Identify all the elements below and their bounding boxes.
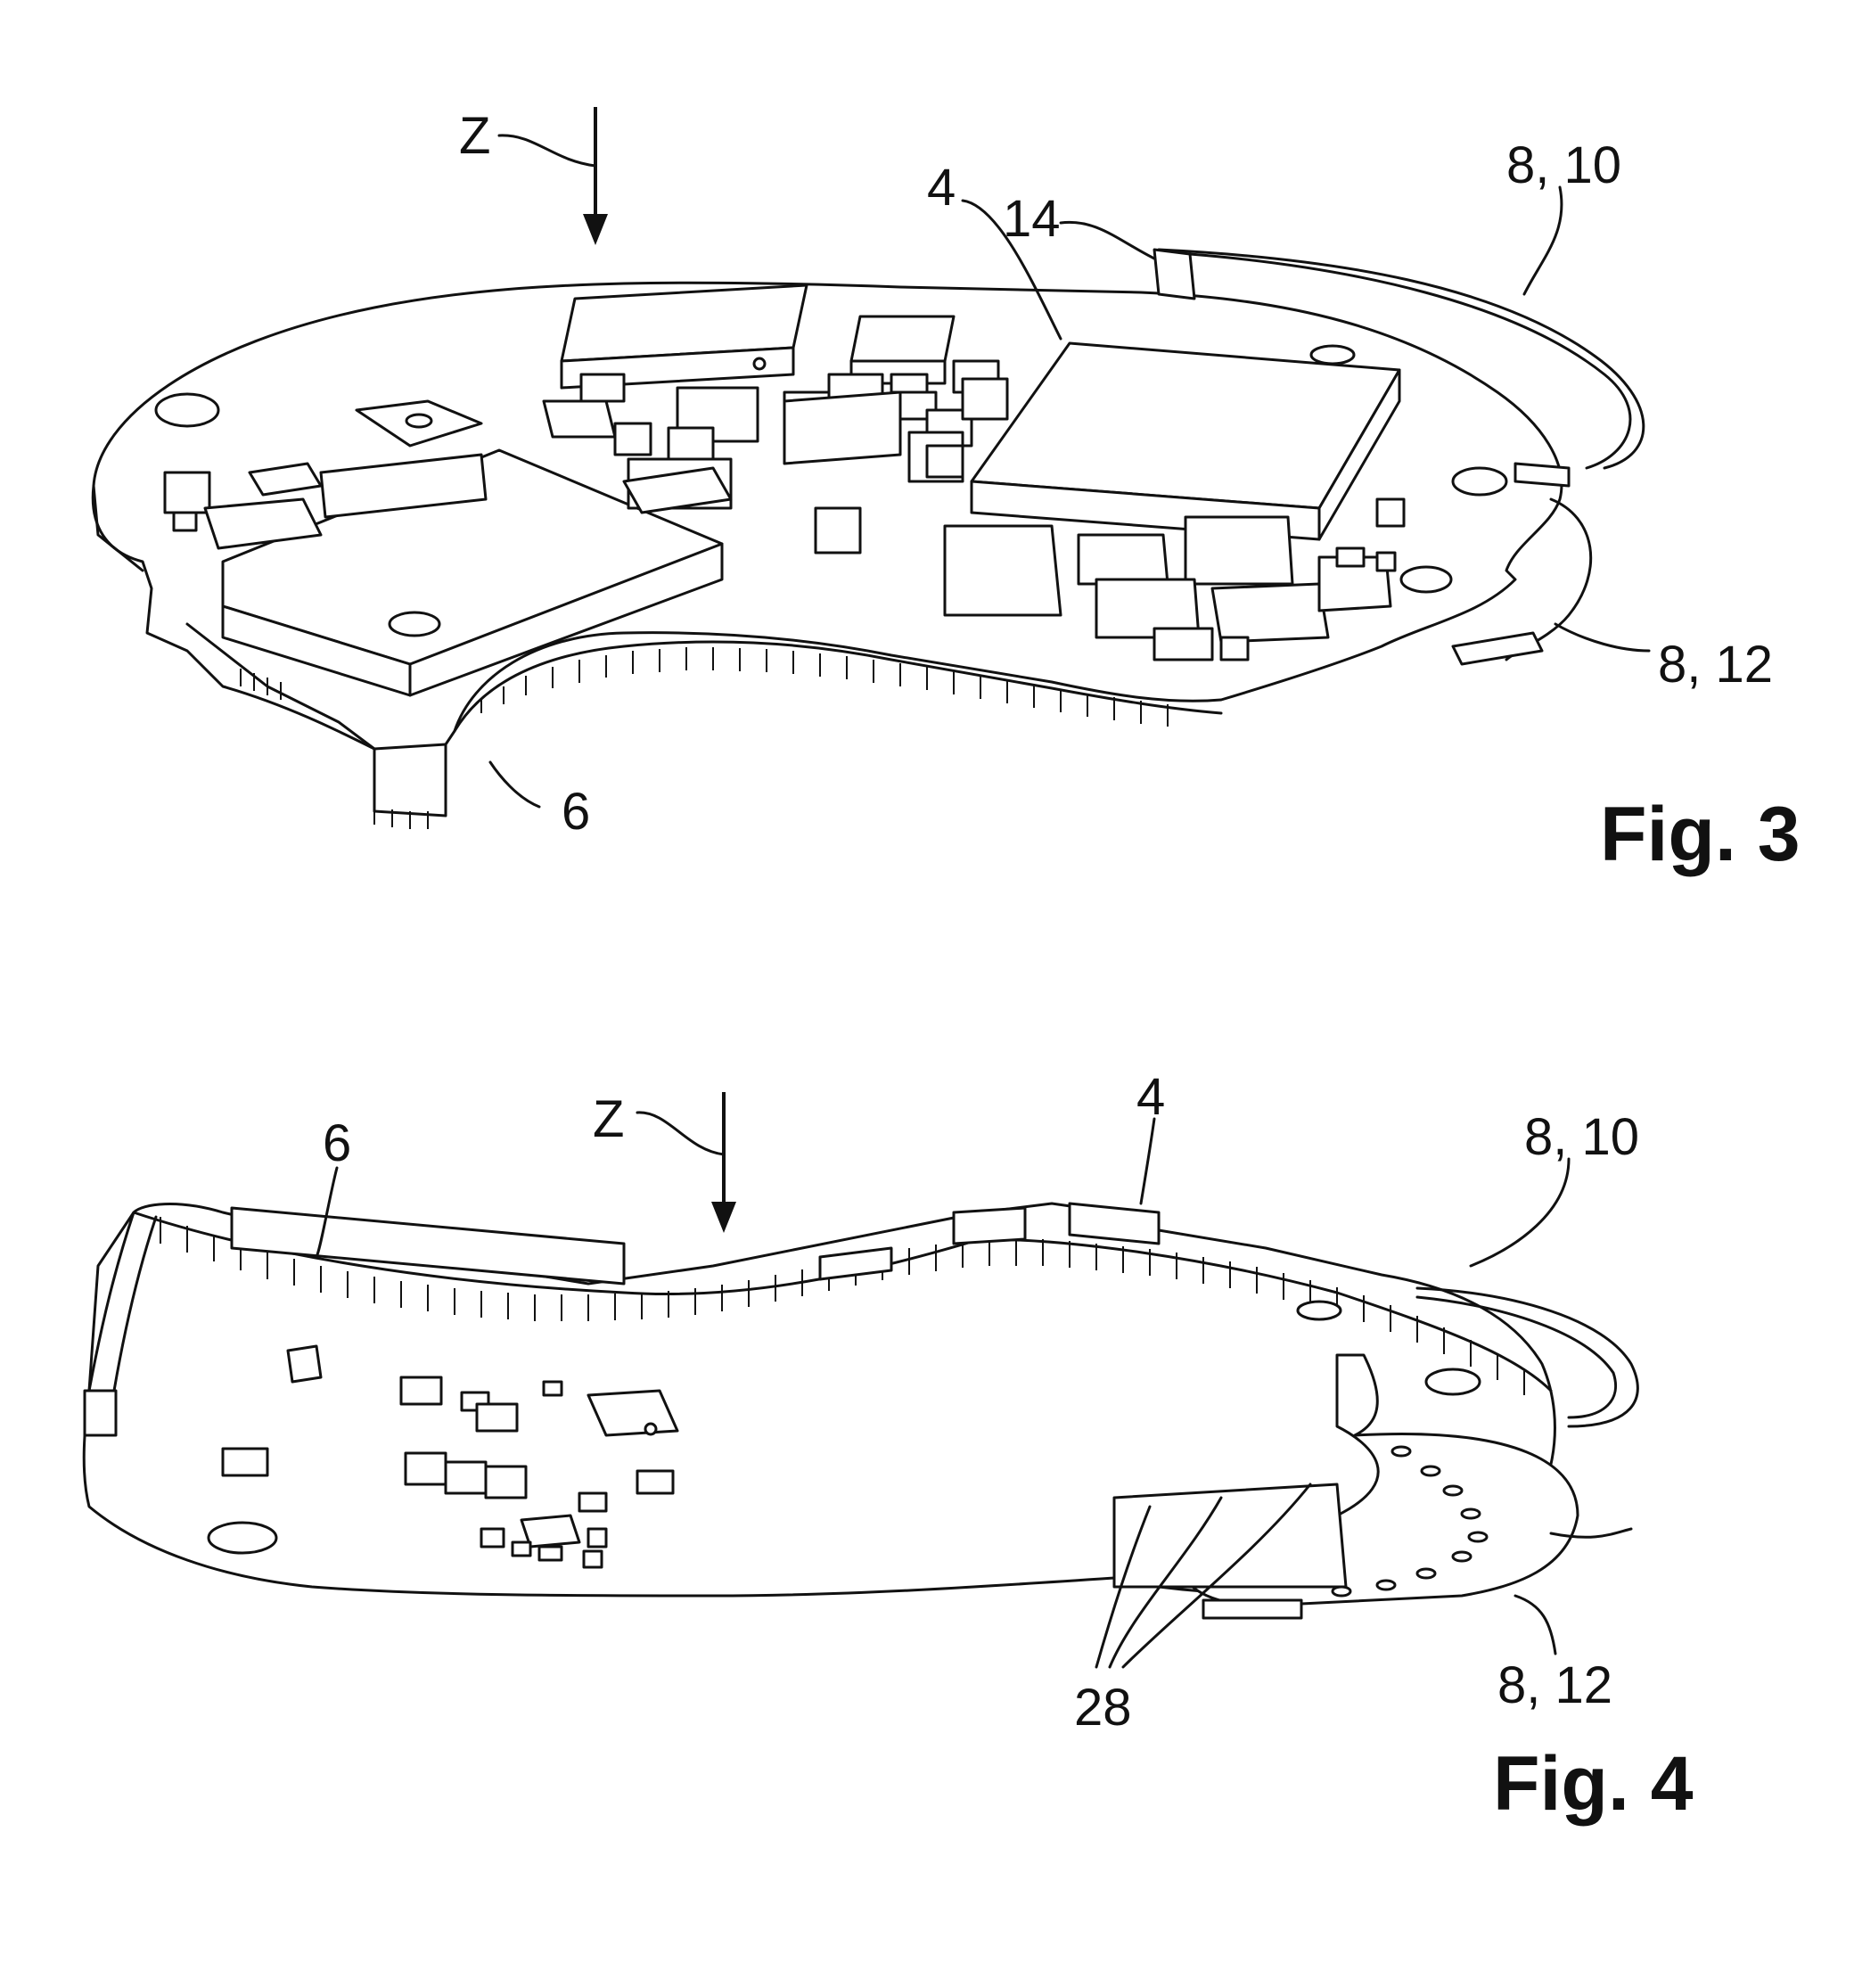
z-direction-arrow (636, 1092, 736, 1233)
small-components (163, 283, 1406, 661)
left-tab (83, 1389, 118, 1437)
board-lower-lobe (185, 622, 447, 817)
curved-edge-6 (453, 640, 1223, 733)
leader-8-10 (1469, 1157, 1571, 1268)
ref-8-12-label: 8, 12 (1658, 636, 1773, 694)
mounting-hole (1296, 1300, 1342, 1321)
ref-6-label: 6 (562, 783, 590, 841)
z-label: Z (593, 1090, 624, 1148)
leader-8-12 (1514, 1594, 1557, 1655)
left-module (221, 448, 724, 697)
left-edge-inner (112, 1215, 158, 1392)
figure-4: Z (82, 1068, 1694, 1827)
leader-14 (1059, 220, 1156, 260)
left-edge (87, 1211, 135, 1392)
figure-4-caption: Fig. 4 (1493, 1741, 1694, 1827)
edge-hatching (160, 1217, 1525, 1395)
ref-6-label: 6 (323, 1114, 351, 1172)
small-components (221, 1344, 679, 1569)
ref-4-label: 4 (1136, 1068, 1165, 1126)
leader-4 (961, 199, 1062, 341)
leader-8-10 (1522, 185, 1563, 296)
figure-3: Z (91, 107, 1801, 877)
top-edge-component (818, 1246, 893, 1281)
top-edge-component (952, 1206, 1027, 1245)
leader-6 (488, 760, 541, 809)
ref-4-label: 4 (927, 159, 956, 217)
flex-strip-8-10-inner (1415, 1295, 1617, 1419)
ref-8-10-label: 8, 10 (1524, 1108, 1639, 1166)
mounting-hole (1309, 344, 1356, 366)
ref-14-label: 14 (1003, 190, 1061, 248)
mounting-hole (207, 1521, 278, 1555)
figure-3-caption: Fig. 3 (1600, 792, 1801, 877)
flex-strip-8-12 (1451, 497, 1593, 666)
z-label: Z (459, 107, 490, 165)
leader-4 (1139, 1117, 1156, 1205)
top-edge-component (230, 1206, 626, 1286)
curved-edge-6 (132, 1211, 1553, 1392)
mounting-hole (1451, 466, 1508, 497)
mounting-hole (1399, 565, 1453, 594)
top-edge-component (1068, 1202, 1161, 1245)
wires-28 (1095, 1483, 1312, 1669)
ref-8-12-label: 8, 12 (1497, 1656, 1612, 1714)
z-direction-arrow (497, 107, 608, 245)
shield-plate-14 (1153, 248, 1645, 488)
mounting-hole (1424, 1368, 1481, 1396)
ref-28-label: 28 (1074, 1679, 1132, 1737)
leader-8-12 (1554, 622, 1651, 653)
mounting-hole (154, 392, 220, 428)
ref-8-10-label: 8, 10 (1506, 136, 1621, 194)
leader-6 (315, 1166, 339, 1259)
flex-strip-8-10 (1415, 1286, 1639, 1428)
circuit-board-edge (92, 484, 144, 572)
